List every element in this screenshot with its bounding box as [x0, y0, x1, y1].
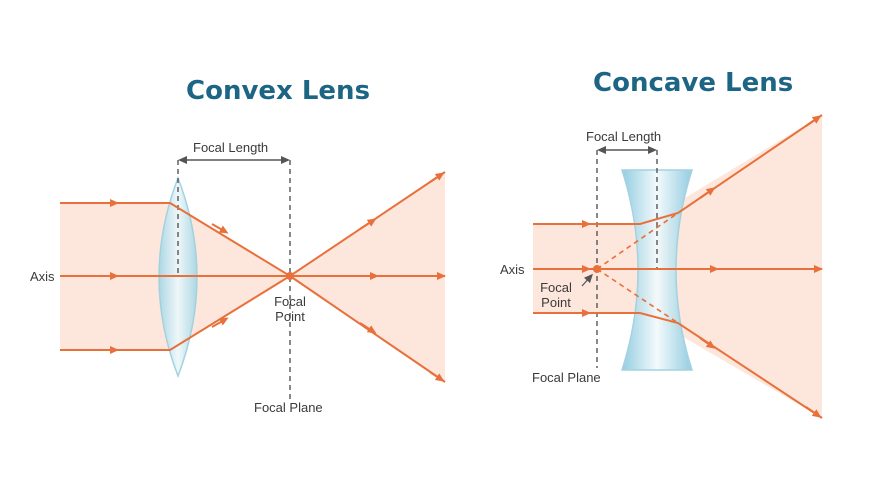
concave-focal-point-dot: [593, 265, 601, 273]
concave-focal-point-label-line1: Focal: [540, 280, 572, 295]
convex-ray-arrowheads: [100, 172, 446, 382]
concave-virtual-rays: [596, 212, 679, 324]
concave-title: Concave Lens: [593, 68, 794, 98]
concave-focal-point-pointer: [581, 273, 594, 287]
concave-focal-plane-label: Focal Plane: [532, 370, 601, 385]
concave-focal-length-label: Focal Length: [586, 129, 662, 144]
concave-focal-point-label-line2: Point: [541, 295, 571, 310]
concave-diagram: [533, 114, 823, 419]
concave-ray-arrowheads: [572, 115, 823, 418]
concave-axis-label: Axis: [500, 262, 525, 277]
convex-rays: [60, 171, 446, 383]
convex-axis-label: Axis: [30, 269, 55, 284]
concave-focal-point-label: Focal Point: [534, 280, 578, 310]
concave-beam-region: [533, 115, 822, 418]
convex-focal-plane-label: Focal Plane: [254, 400, 323, 415]
convex-diagram: [60, 156, 446, 400]
convex-title: Convex Lens: [186, 76, 371, 106]
convex-focal-point-label: Focal Point: [266, 294, 314, 324]
convex-focal-length-label: Focal Length: [193, 140, 269, 155]
convex-focal-point-dot: [286, 272, 294, 280]
convex-focal-point-label-line1: Focal: [274, 294, 306, 309]
convex-focal-point-label-line2: Point: [275, 309, 305, 324]
